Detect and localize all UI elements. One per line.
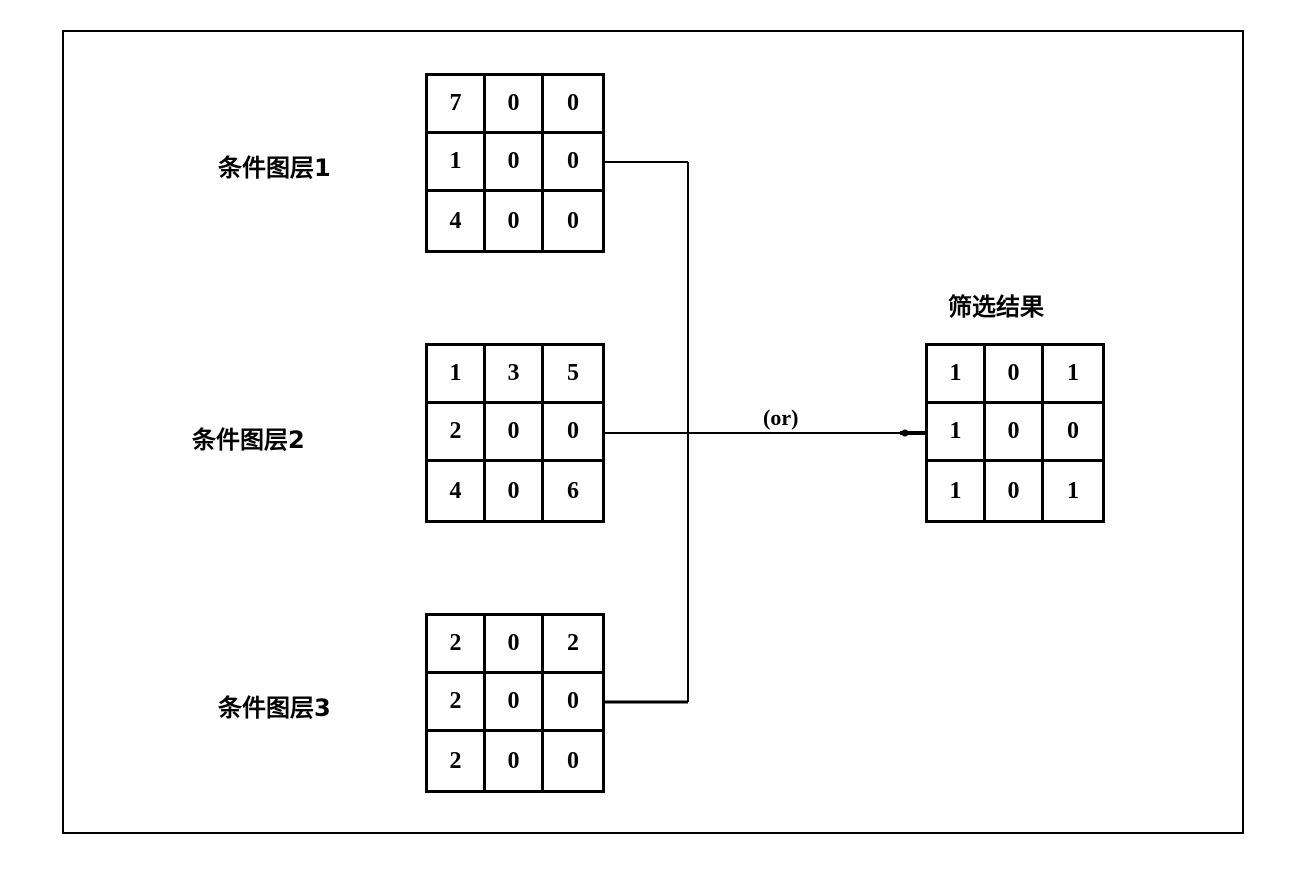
layer2-cell: 0: [486, 404, 544, 462]
layer2-grid: 1 3 5 2 0 0 4 0 6: [425, 343, 605, 523]
layer3-cell: 2: [428, 616, 486, 674]
layer3-cell: 2: [428, 732, 486, 790]
result-cell: 0: [986, 462, 1044, 520]
layer2-cell: 6: [567, 477, 579, 504]
layer1-cell: 0: [544, 134, 602, 192]
layer2-cell: 0: [544, 404, 602, 462]
layer1-cell: 0: [544, 76, 602, 134]
layer1-cell: 0: [486, 76, 544, 134]
layer1-cell: 1: [428, 134, 486, 192]
layer3-grid: 2 0 2 2 0 0 2 0 0: [425, 613, 605, 793]
layer3-cell: 0: [486, 616, 544, 674]
layer3-cell: 2: [544, 616, 602, 674]
result-cell: 1: [928, 346, 986, 404]
layer2-cell: 1: [428, 346, 486, 404]
result-cell: 1: [1044, 346, 1102, 404]
result-cell: 0: [1044, 404, 1102, 462]
layer2-cell: 4: [428, 462, 486, 520]
layer3-cell: 0: [486, 674, 544, 732]
layer2-cell: 3: [486, 346, 544, 404]
layer1-grid: 7 0 0 1 0 0 4 0 0: [425, 73, 605, 253]
layer2-cell: 5: [544, 346, 602, 404]
result-cell: 1: [1067, 477, 1079, 504]
layer3-cell: 0: [544, 674, 602, 732]
result-cell: 1: [928, 462, 986, 520]
layer1-cell: 4: [428, 192, 486, 250]
layer2-label: 条件图层2: [192, 426, 305, 454]
layer1-cell: 0: [486, 134, 544, 192]
arrow-dot: [901, 429, 909, 437]
diagram-frame: [62, 30, 1244, 834]
layer1-cell: 0: [567, 207, 579, 234]
result-cell: 1: [928, 404, 986, 462]
layer3-cell: 2: [428, 674, 486, 732]
layer3-cell: 0: [486, 732, 544, 790]
layer1-cell: 0: [486, 192, 544, 250]
operator-label: (or): [763, 405, 799, 430]
result-grid: 1 0 1 1 0 0 1 0 1: [925, 343, 1105, 523]
result-label: 筛选结果: [948, 293, 1044, 321]
layer3-label: 条件图层3: [218, 694, 331, 722]
layer1-cell: 7: [428, 76, 486, 134]
layer2-cell: 0: [486, 462, 544, 520]
layer1-label: 条件图层1: [218, 154, 331, 182]
result-cell: 0: [986, 404, 1044, 462]
layer3-cell: 0: [567, 747, 579, 774]
layer2-cell: 2: [428, 404, 486, 462]
result-cell: 0: [986, 346, 1044, 404]
